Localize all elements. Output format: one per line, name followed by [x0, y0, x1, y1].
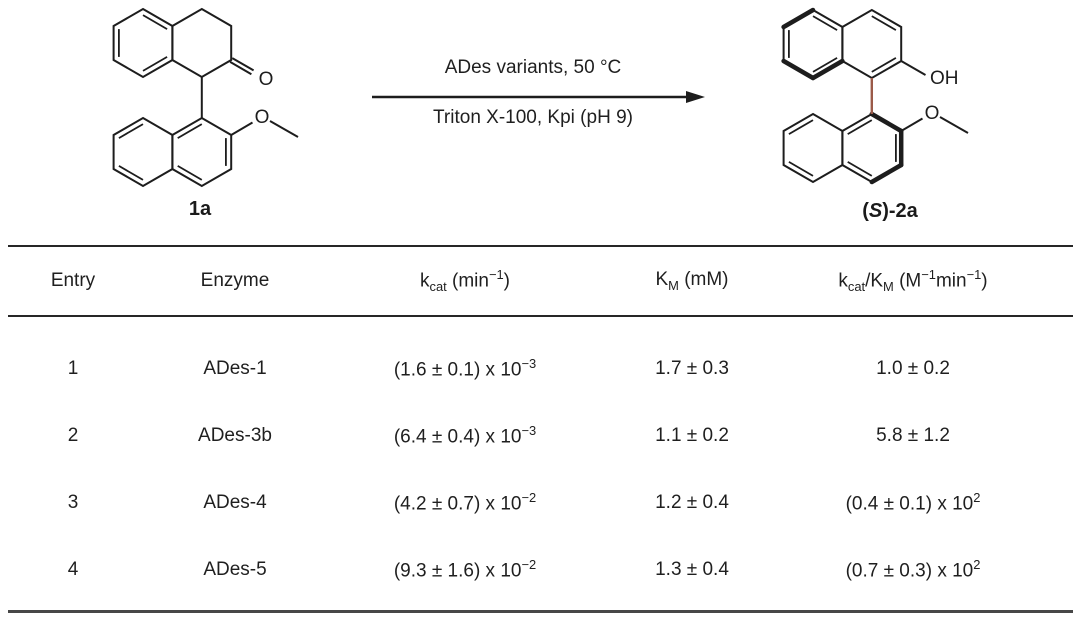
- cell-kcat-km: 5.8 ± 1.2: [876, 424, 950, 446]
- stereo-bold-bonds: [781, 7, 904, 185]
- binaphthyl-rings: [782, 8, 903, 184]
- substituent-bonds: [900, 60, 969, 134]
- cell-entry: 4: [67, 558, 79, 580]
- tetralone-rings: [112, 7, 233, 188]
- cell-km: 1.1 ± 0.2: [655, 424, 729, 446]
- col-header-kcat: kcat (min−1): [420, 267, 510, 295]
- cell-kcat: (6.4 ± 0.4) x 10−3: [393, 422, 537, 448]
- cell-enzyme: ADes-5: [203, 558, 267, 580]
- methoxy-oxygen-label: O: [925, 103, 940, 124]
- table-row: 4 ADes-5 (9.3 ± 1.6) x 10−2 1.3 ± 0.4 (0…: [8, 536, 1073, 603]
- hydroxyl-label: OH: [930, 68, 959, 89]
- cell-entry: 1: [67, 357, 79, 379]
- cell-enzyme: ADes-3b: [198, 424, 272, 446]
- table-row: 3 ADes-4 (4.2 ± 0.7) x 10−2 1.2 ± 0.4 (0…: [8, 469, 1073, 536]
- reaction-conditions-below: Triton X-100, Kpi (pH 9): [433, 107, 633, 128]
- cell-entry: 3: [67, 491, 79, 513]
- cell-kcat: (9.3 ± 1.6) x 10−2: [393, 556, 537, 582]
- reaction-arrow: [372, 91, 705, 103]
- cell-kcat-km: (0.7 ± 0.3) x 102: [845, 556, 981, 582]
- kinetics-table: Entry Enzyme kcat (min−1) KM (mM) kcat/K…: [8, 245, 1073, 613]
- product-label: (S)-2a: [862, 200, 918, 222]
- cell-enzyme: ADes-4: [203, 491, 267, 513]
- methoxy-oxygen-label: O: [255, 107, 270, 128]
- substituent-bonds: [200, 57, 299, 138]
- product-structure: OH O: [781, 7, 969, 185]
- arrowhead-icon: [686, 91, 705, 103]
- cell-km: 1.7 ± 0.3: [655, 357, 729, 379]
- col-header-kcat-km: kcat/KM (M−1min−1): [838, 267, 988, 295]
- table-row: 2 ADes-3b (6.4 ± 0.4) x 10−3 1.1 ± 0.2 5…: [8, 402, 1073, 469]
- cell-kcat: (4.2 ± 0.7) x 10−2: [393, 489, 537, 515]
- table-row: 1 ADes-1 (1.6 ± 0.1) x 10−3 1.7 ± 0.3 1.…: [8, 335, 1073, 402]
- aromatic-double-bonds: [787, 15, 897, 177]
- cell-kcat-km: 1.0 ± 0.2: [876, 357, 950, 379]
- reaction-conditions-above: ADes variants, 50 °C: [444, 57, 622, 78]
- col-header-enzyme: Enzyme: [200, 270, 270, 291]
- table-rule-top: [8, 245, 1073, 247]
- table-rule-mid: [8, 315, 1073, 317]
- cell-enzyme: ADes-1: [203, 357, 267, 379]
- cell-kcat-km: (0.4 ± 0.1) x 102: [845, 489, 981, 515]
- table-rule-bottom: [8, 610, 1073, 613]
- cell-entry: 2: [67, 424, 79, 446]
- aromatic-double-bonds: [117, 14, 227, 181]
- ketone-oxygen-label: O: [259, 69, 274, 90]
- cell-kcat: (1.6 ± 0.1) x 10−3: [393, 355, 537, 381]
- substrate-structure: O O: [112, 7, 299, 188]
- table-body: 1 ADes-1 (1.6 ± 0.1) x 10−3 1.7 ± 0.3 1.…: [8, 317, 1073, 603]
- substrate-label: 1a: [188, 198, 212, 220]
- table-header-row: Entry Enzyme kcat (min−1) KM (mM) kcat/K…: [8, 247, 1073, 315]
- col-header-entry: Entry: [50, 270, 96, 291]
- col-header-km: KM (mM): [655, 269, 729, 293]
- cell-km: 1.3 ± 0.4: [655, 558, 729, 580]
- cell-km: 1.2 ± 0.4: [655, 491, 729, 513]
